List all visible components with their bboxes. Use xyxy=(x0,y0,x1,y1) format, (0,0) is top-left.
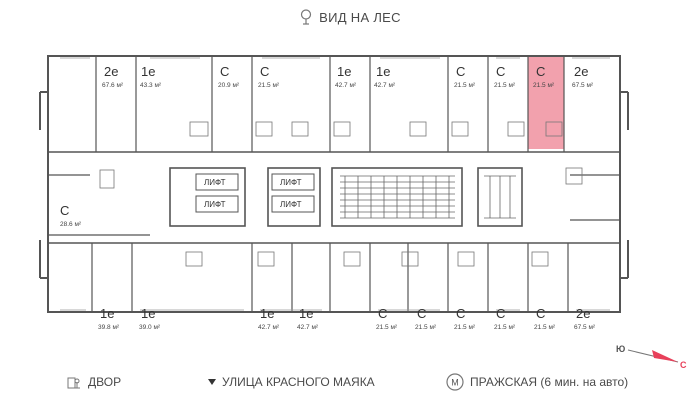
apartment-area: 21.5 м² xyxy=(454,82,476,89)
corridor-walls xyxy=(48,151,620,244)
bottom-apartments: 1е 39.8 м² 1е 39.0 м² 1е 42.7 м² 1е 42.7… xyxy=(98,306,596,331)
stairwell xyxy=(340,175,516,219)
apartment-area: 67.5 м² xyxy=(572,82,594,89)
bathroom-fixtures xyxy=(99,121,583,267)
legend-metro-label: ПРАЖСКАЯ (6 мин. на авто) xyxy=(470,375,629,389)
apartment-area: 20.9 м² xyxy=(218,82,240,89)
apartment-type: 1е xyxy=(260,306,274,321)
apartment-type: С xyxy=(536,306,545,321)
bottom-apartment-walls xyxy=(48,174,620,312)
apartment-area: 21.5 м² xyxy=(533,82,555,89)
apartment-area: 21.5 м² xyxy=(415,324,437,331)
apartment-area: 39.0 м² xyxy=(139,324,161,331)
apartment-area: 43.3 м² xyxy=(140,82,162,89)
apartment-type: 1е xyxy=(299,306,313,321)
apartment-type: 2е xyxy=(576,306,590,321)
apartment-type: С xyxy=(456,306,465,321)
apartment-area: 21.5 м² xyxy=(454,324,476,331)
legend-street: УЛИЦА КРАСНОГО МАЯКА xyxy=(208,372,375,392)
apartment-area: 21.5 м² xyxy=(258,82,280,89)
apartment-type: 1е xyxy=(141,306,155,321)
compass-south: Ю xyxy=(616,344,626,354)
view-direction-label: ВИД НА ЛЕС xyxy=(0,6,700,28)
apartment-area: 42.7 м² xyxy=(258,324,280,331)
apartment-type: С xyxy=(496,64,505,79)
apartment-area: 67.6 м² xyxy=(102,82,124,89)
metro-letter: М xyxy=(451,378,459,388)
apartment-type: 1е xyxy=(337,64,351,79)
lifts: ЛИФТ ЛИФТ ЛИФТ ЛИФТ xyxy=(195,173,315,213)
yard-icon xyxy=(67,377,80,389)
compass-arrow-icon xyxy=(627,349,679,363)
legend-metro: М ПРАЖСКАЯ (6 мин. на авто) xyxy=(446,372,628,392)
apartment-type: С xyxy=(456,64,465,79)
legend-street-label: УЛИЦА КРАСНОГО МАЯКА xyxy=(222,375,375,389)
left-apartment: С 28.6 м² xyxy=(60,203,82,228)
view-label-text: ВИД НА ЛЕС xyxy=(319,9,401,25)
compass-north: С xyxy=(680,360,687,370)
apartment-area: 21.5 м² xyxy=(494,324,516,331)
metro-m-icon: М xyxy=(446,373,464,391)
apartment-type: 1е xyxy=(141,64,155,79)
apartment-area: 28.6 м² xyxy=(60,221,82,228)
legend-yard: ДВОР xyxy=(66,372,121,392)
apartment-area: 42.7 м² xyxy=(297,324,319,331)
legend: ДВОР УЛИЦА КРАСНОГО МАЯКА М ПРАЖСКАЯ (6 … xyxy=(0,372,700,392)
windows xyxy=(60,57,610,311)
lift-label: ЛИФТ xyxy=(280,178,302,187)
apartment-type: 1е xyxy=(376,64,390,79)
apartment-area: 42.7 м² xyxy=(374,82,396,89)
top-apartments: 2е 67.6 м² 1е 43.3 м² С 20.9 м² С 21.5 м… xyxy=(102,64,594,89)
lift-label: ЛИФТ xyxy=(280,200,302,209)
top-apartment-walls xyxy=(95,56,565,152)
apartment-type: С xyxy=(260,64,269,79)
apartment-type: 1е xyxy=(100,306,114,321)
apartment-type: 2е xyxy=(104,64,118,79)
apartment-type: С xyxy=(536,64,545,79)
apartment-area: 42.7 м² xyxy=(335,82,357,89)
apartment-type: С xyxy=(378,306,387,321)
apartment-area: 21.5 м² xyxy=(534,324,556,331)
apartment-area: 21.5 м² xyxy=(376,324,398,331)
compass: Ю С xyxy=(612,340,692,370)
lift-label: ЛИФТ xyxy=(204,200,226,209)
apartment-area: 67.5 м² xyxy=(574,324,596,331)
legend-yard-label: ДВОР xyxy=(88,375,122,389)
apartment-type: С xyxy=(496,306,505,321)
apartment-area: 39.8 м² xyxy=(98,324,120,331)
apartment-type: С xyxy=(417,306,426,321)
outer-walls xyxy=(39,55,629,313)
lift-label: ЛИФТ xyxy=(204,178,226,187)
apartment-type: С xyxy=(220,64,229,79)
apartment-type: С xyxy=(60,203,69,218)
triangle-down-icon xyxy=(208,379,216,385)
apartment-area: 21.5 м² xyxy=(494,82,516,89)
tree-icon xyxy=(301,9,312,25)
apartment-type: 2е xyxy=(574,64,588,79)
